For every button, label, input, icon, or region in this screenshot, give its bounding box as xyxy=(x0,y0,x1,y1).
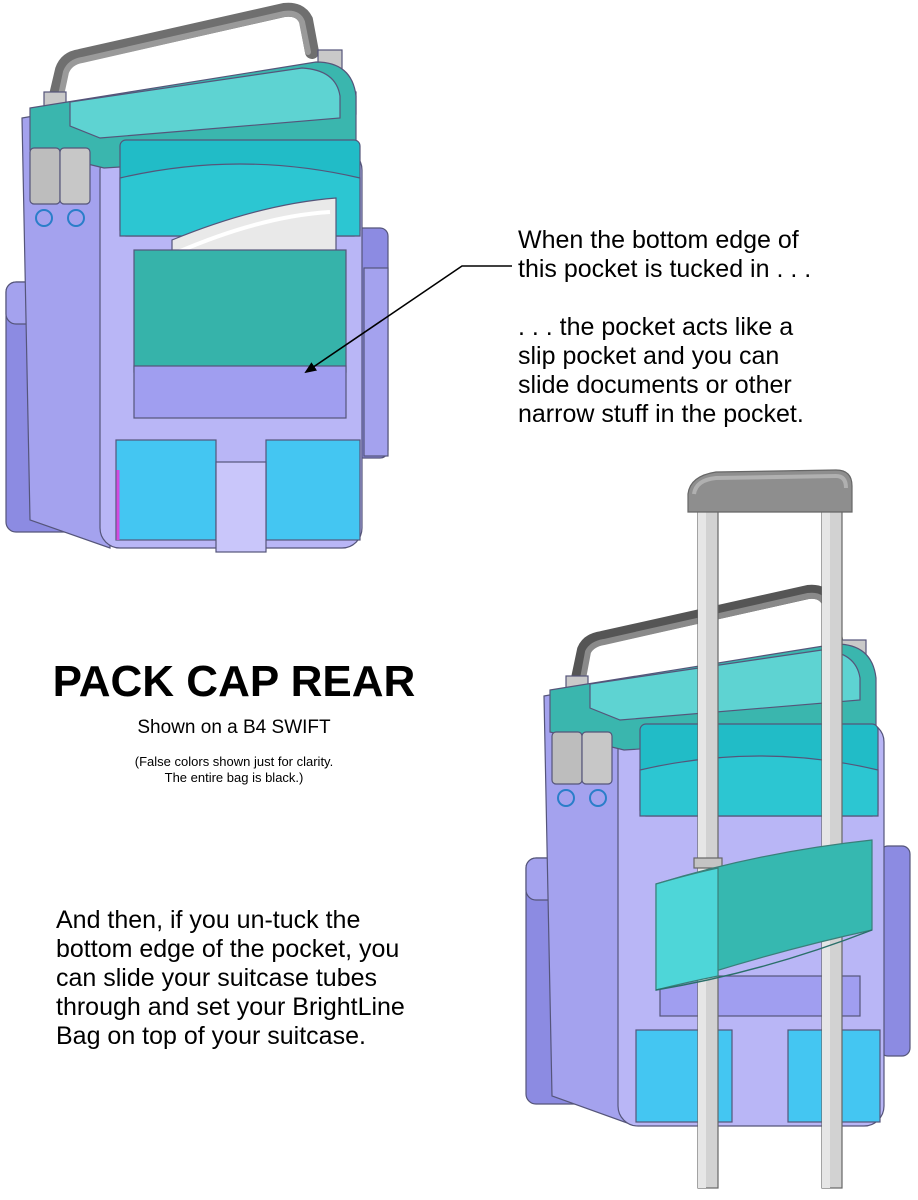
callout-line: . . . the pocket acts like a xyxy=(518,313,794,341)
color-note-line: The entire bag is black.) xyxy=(164,770,304,785)
bag-pocket-tucked xyxy=(5,2,389,553)
buckle-left xyxy=(29,147,61,205)
description-line: bottom edge of the pocket, you xyxy=(56,935,400,963)
callout-arrow xyxy=(304,265,512,374)
color-note: (False colors shown just for clarity. Th… xyxy=(0,754,468,786)
suitcase-grip xyxy=(687,469,853,513)
rear-pocket xyxy=(133,249,347,373)
description-line: Bag on top of your suitcase. xyxy=(56,1022,366,1050)
callout-line: this pocket is tucked in . . . xyxy=(518,255,812,283)
description-line: can slide your suitcase tubes xyxy=(56,964,378,992)
callout-text: When the bottom edge of this pocket is t… xyxy=(518,226,908,429)
description-line: through and set your BrightLine xyxy=(56,993,405,1021)
carry-handle-top xyxy=(47,2,319,111)
description-line: And then, if you un-tuck the xyxy=(56,906,361,934)
callout-line: When the bottom edge of xyxy=(518,226,799,254)
page-subtitle: Shown on a B4 SWIFT xyxy=(137,717,331,738)
rear-pocket-untucked xyxy=(655,839,873,991)
callout-line: slip pocket and you can xyxy=(518,342,780,370)
untuck-description: And then, if you un-tuck the bottom edge… xyxy=(56,906,456,1051)
callout-line: narrow stuff in the pocket. xyxy=(518,400,804,428)
page-title: PACK CAP REAR xyxy=(52,657,416,706)
color-note-line: (False colors shown just for clarity. xyxy=(134,754,334,769)
callout-line: slide documents or other xyxy=(518,371,792,399)
